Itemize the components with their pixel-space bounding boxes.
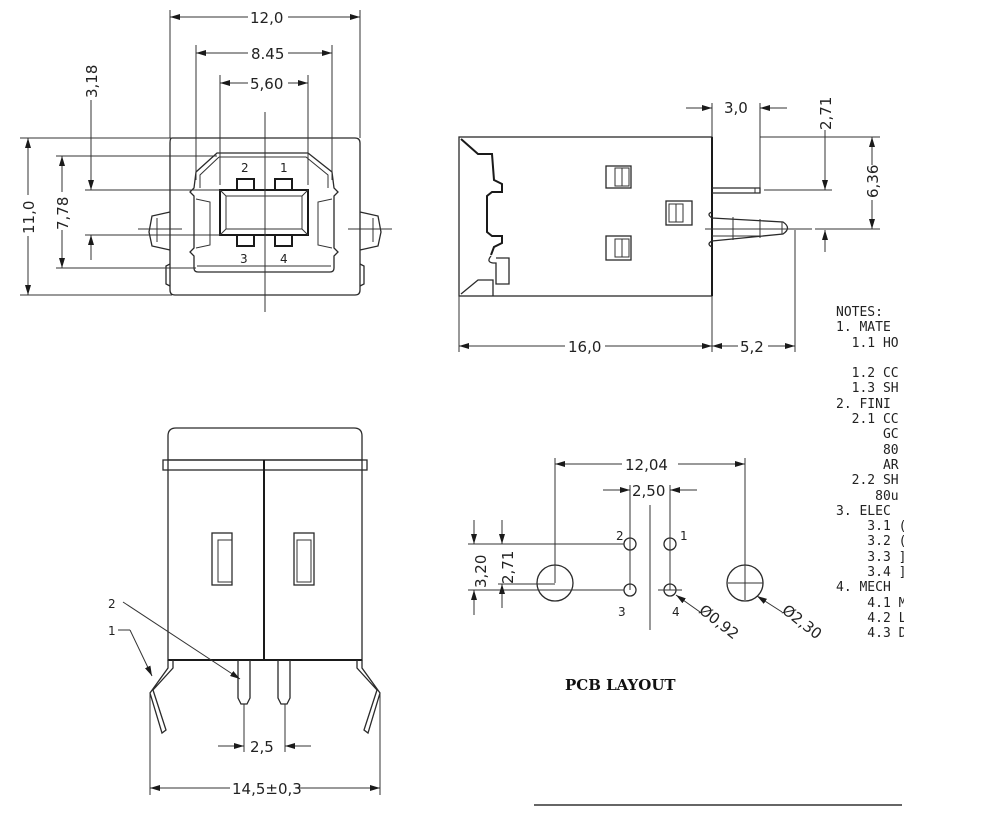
front-right-lower-tab [359, 263, 365, 287]
dim-front-inner-width: 5,60 [250, 75, 283, 93]
side-view: 3,0 2,71 6,36 16,0 5,2 [458, 97, 882, 356]
bottom-cap [167, 427, 363, 460]
front-left-lower-tab [165, 263, 171, 287]
note-line: 80 [836, 442, 899, 458]
note-line: AR [836, 457, 899, 473]
note-line: 4.2 L [836, 610, 904, 626]
front-contact-2 [236, 178, 255, 191]
front-shell-inner [219, 156, 329, 188]
bottom-window-right-inner [296, 539, 312, 583]
pcb-pin-label-3: 3 [618, 605, 626, 619]
bottom-window-left [211, 532, 233, 586]
dim-front-height: 11,0 [20, 201, 38, 234]
note-line: 1. MATE [836, 320, 891, 336]
front-left-bump [148, 211, 171, 251]
note-line: 2.1 CC [836, 412, 899, 428]
dim-front-shell-width: 8.45 [251, 45, 284, 63]
note-line: 80u [836, 488, 899, 504]
note-line: 2.2 SH [836, 473, 899, 489]
pcb-mount-hole-leader [756, 595, 783, 613]
pcb-pin-label-4: 4 [672, 605, 680, 619]
dim-pcb-pin-hole-dia: Ø0,92 [696, 601, 743, 643]
note-line: 1.2 CC [836, 366, 899, 382]
note-line: 3. ELEC [836, 503, 891, 519]
note-line: 3.2 ( [836, 534, 904, 550]
pcb-pin-label-2: 2 [616, 529, 624, 543]
side-mounting-post [708, 211, 789, 248]
front-shell [189, 152, 339, 273]
dim-pcb-row-spacing: 3,20 [472, 555, 490, 588]
front-contact-1 [274, 178, 293, 191]
callout-leader-1 [129, 629, 153, 677]
dim-front-inner-height: 7,78 [54, 197, 72, 230]
side-bottom-bevel [460, 279, 494, 296]
dim-bottom-pin-pitch: 2,5 [250, 738, 274, 756]
callout-label-2: 2 [108, 597, 116, 611]
front-tongue-bevels [219, 189, 309, 236]
side-signal-pin [712, 187, 761, 194]
note-line: 3.1 ( [836, 519, 904, 535]
dim-side-body-length: 16,0 [568, 338, 601, 356]
pcb-layout: 2 1 3 4 12,04 2,50 3,20 2,71 Ø0,92 Ø2,3 [468, 456, 825, 694]
dim-pcb-mount-spacing: 12,04 [625, 456, 668, 474]
note-line: 1.3 SH [836, 381, 899, 397]
note-line: 1.1 HO [836, 335, 899, 351]
dim-pcb-mount-offset: 2,71 [499, 551, 517, 584]
dim-front-top-offset: 3,18 [83, 65, 101, 98]
bottom-leg-left [149, 660, 174, 735]
side-body [458, 136, 713, 297]
note-line: 3.4 ] [836, 565, 904, 581]
note-line: 4. MECH [836, 580, 891, 596]
front-pin-label-2: 2 [241, 161, 249, 175]
note-line [836, 351, 904, 366]
callout-label-1: 1 [108, 624, 116, 638]
pcb-pin-label-1: 1 [680, 529, 688, 543]
dim-front-overall-width: 12,0 [250, 9, 283, 27]
side-latch-tab [488, 255, 510, 285]
bottom-window-right [293, 532, 315, 586]
front-pin-label-4: 4 [280, 252, 288, 266]
dim-side-pin-length: 5,2 [740, 338, 764, 356]
front-contact-3 [236, 234, 255, 247]
front-view: 2 1 3 4 12,0 8.45 5,60 3,18 [20, 9, 392, 312]
dim-side-pin-offset: 3,0 [724, 99, 748, 117]
side-window-1 [605, 165, 632, 189]
note-line: 4.1 M [836, 595, 904, 611]
note-line: GC [836, 427, 899, 443]
dim-side-pin-height: 6,36 [864, 165, 882, 198]
note-line: NOTES: [836, 305, 883, 320]
front-housing-outline [169, 137, 361, 296]
side-window-2 [665, 200, 693, 226]
front-pin-label-3: 3 [240, 252, 248, 266]
front-contact-4 [274, 234, 293, 247]
front-left-cavity [195, 198, 211, 249]
front-shell-inner-left [199, 156, 220, 188]
dim-bottom-overall-width: 14,5±0,3 [232, 780, 302, 798]
callout-leader-2 [122, 601, 241, 680]
dim-pcb-mount-hole-dia: Ø2,30 [779, 601, 826, 643]
dim-side-pin-drop: 2,71 [817, 97, 835, 130]
bottom-view: 2 1 2,5 14,5±0,3 [108, 427, 381, 798]
pcb-pin-hole-leader [675, 594, 701, 613]
note-line: 2. FINI [836, 396, 891, 412]
note-line: 3.3 ] [836, 549, 904, 565]
bottom-pin-left [237, 660, 251, 705]
front-right-cavity [317, 198, 333, 249]
side-latch-profile [460, 138, 503, 256]
note-line: 4.3 D [836, 626, 904, 642]
front-tongue-inner [225, 195, 303, 230]
side-window-3 [605, 235, 632, 261]
dim-pcb-pin-pitch: 2,50 [632, 482, 665, 500]
bottom-pin-right [277, 660, 291, 705]
front-pin-label-1: 1 [280, 161, 288, 175]
bottom-window-left-inner [217, 539, 233, 583]
bottom-leg-right [356, 660, 381, 735]
front-right-bump [359, 211, 382, 251]
front-tongue [219, 189, 309, 236]
pcb-layout-title: PCB LAYOUT [565, 676, 676, 694]
